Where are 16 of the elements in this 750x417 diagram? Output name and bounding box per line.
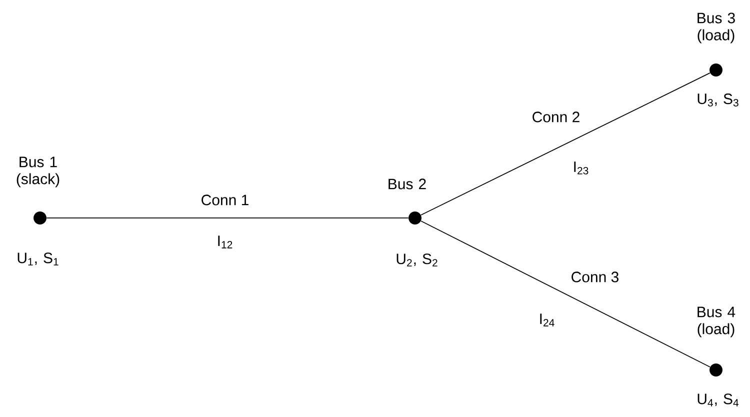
bus-label: Bus 1 (slack) [16,156,60,188]
bus-label: Bus 4 (load) [698,306,736,338]
connector-line [420,72,710,216]
bus-label: Bus 3 (load) [698,12,735,44]
connector-line [420,220,710,368]
current-label: I$_{12}$ [216,234,234,250]
bus-quantity-label: U$_{2}$, S$_{2}$ [396,254,438,266]
edge-label: Conn 1 [200,194,250,206]
bus-label: Bus 2 [388,178,426,190]
edge-label: Conn 3 [570,270,620,284]
edge-label: Conn 2 [530,110,582,124]
bus-quantity-label: U$_{3}$, S$_{3}$ [698,94,738,106]
bus-quantity-label: U$_{4}$, S$_{4}$ [698,394,739,406]
current-label: I$_{23}$ [572,160,590,176]
bus-quantity-label: U$_{1}$, S$_{1}$ [18,252,58,266]
current-label: I$_{24}$ [538,312,556,328]
